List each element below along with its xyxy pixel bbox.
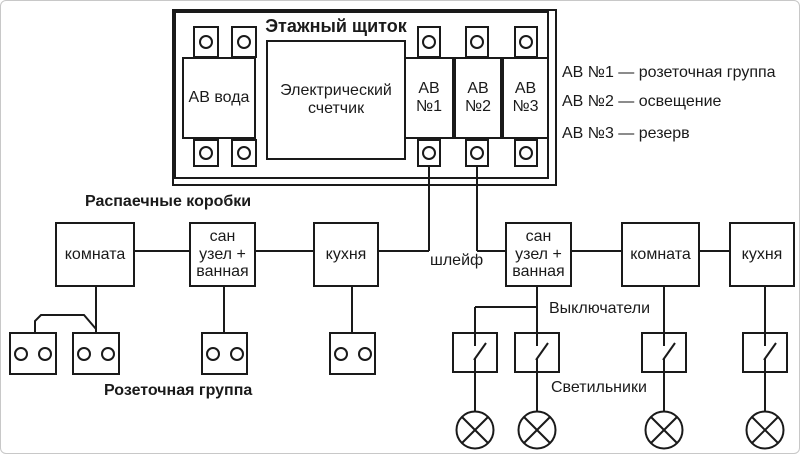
terminal-tab xyxy=(465,139,489,167)
terminal-circle xyxy=(470,146,484,160)
lamp-icon-1 xyxy=(455,410,495,450)
terminal-circle xyxy=(237,35,251,49)
socket-hole xyxy=(14,346,28,361)
terminal-tab xyxy=(417,26,441,58)
floor-panel-title: Этажный щиток xyxy=(265,16,407,36)
switch-box xyxy=(514,332,560,373)
loop-label: шлейф xyxy=(430,252,484,269)
terminal-tab xyxy=(417,139,441,167)
terminal-circle xyxy=(422,146,436,160)
socket-box xyxy=(201,332,248,375)
junction-box-room-right: комната xyxy=(621,222,700,287)
junction-box-kitchen-right: кухня xyxy=(729,222,795,287)
switch-box xyxy=(452,332,498,373)
socket-group-label: Розеточная группа xyxy=(104,382,253,399)
terminal-tab xyxy=(193,139,219,167)
switch-symbol-4 xyxy=(763,332,777,412)
junction-boxes-heading: Распаечные коробки xyxy=(85,193,252,210)
wire-socket-branch xyxy=(34,314,97,332)
electric-meter-box: Электрический счетчик xyxy=(266,40,406,160)
socket-hole xyxy=(229,346,244,361)
breaker-ab3-box: АВ №3 xyxy=(502,57,549,139)
junction-box-bath-left: сан узел + ванная xyxy=(189,222,256,287)
terminal-circle xyxy=(237,146,251,160)
legend-line-ab2: АВ №2 — освещение xyxy=(562,93,722,110)
terminal-tab xyxy=(465,26,489,58)
terminal-circle xyxy=(519,146,533,160)
junction-box-kitchen-left: кухня xyxy=(313,222,379,287)
socket-hole xyxy=(205,346,220,361)
socket-hole xyxy=(77,346,91,361)
lamp-icon-4 xyxy=(745,410,785,450)
terminal-circle xyxy=(470,35,484,49)
switch-symbol-1 xyxy=(473,332,487,412)
socket-hole xyxy=(101,346,115,361)
lamp-icon-3 xyxy=(644,410,684,450)
switch-box xyxy=(641,332,687,373)
socket-box xyxy=(9,332,57,375)
terminal-tab xyxy=(231,139,257,167)
terminal-circle xyxy=(199,146,213,160)
terminal-tab xyxy=(193,26,219,58)
socket-box xyxy=(72,332,120,375)
socket-hole xyxy=(38,346,52,361)
terminal-tab xyxy=(514,26,538,58)
junction-box-bath-right: сан узел + ванная xyxy=(505,222,572,287)
socket-box xyxy=(329,332,376,375)
water-breaker-box: АВ вода xyxy=(182,57,256,139)
terminal-circle xyxy=(519,35,533,49)
switch-symbol-3 xyxy=(662,332,676,412)
terminal-tab xyxy=(514,139,538,167)
lamp-icon-2 xyxy=(517,410,557,450)
switches-label: Выключатели xyxy=(549,300,651,317)
junction-box-room-left: комната xyxy=(55,222,135,287)
switch-symbol-2 xyxy=(535,332,549,412)
switch-box xyxy=(742,332,788,373)
breaker-ab2-box: АВ №2 xyxy=(454,57,502,139)
breaker-ab1-box: АВ №1 xyxy=(404,57,454,139)
terminal-circle xyxy=(199,35,213,49)
terminal-tab xyxy=(231,26,257,58)
terminal-circle xyxy=(422,35,436,49)
legend-line-ab1: АВ №1 — розеточная группа xyxy=(562,64,776,81)
lights-label: Светильники xyxy=(551,379,647,396)
socket-hole xyxy=(333,346,348,361)
socket-hole xyxy=(357,346,372,361)
floor-panel-outer-frame xyxy=(172,9,557,186)
legend-line-ab3: АВ №3 — резерв xyxy=(562,125,690,142)
